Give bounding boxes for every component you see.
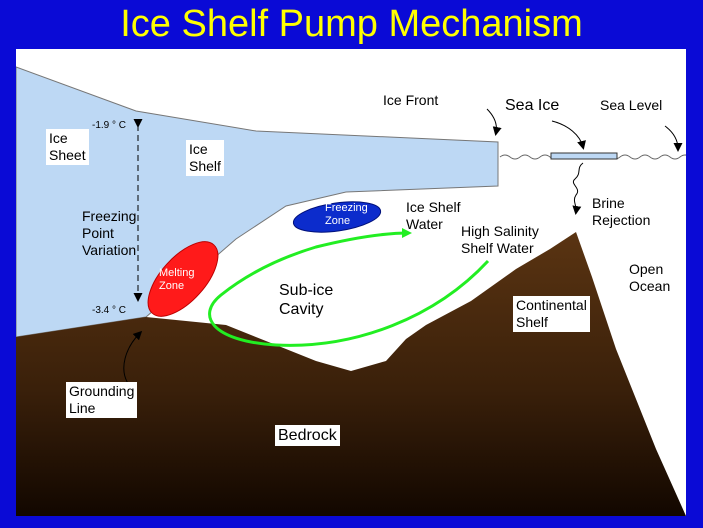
sea-ice-label: Sea Ice: [505, 97, 560, 114]
ice-shelf-label: Ice Shelf: [186, 140, 224, 176]
bedrock-label: Bedrock: [275, 425, 340, 446]
circulation-arrow-loop: [208, 228, 490, 347]
brine-rejection-label: Brine Rejection: [592, 195, 651, 228]
grounding-line-pointer: [123, 330, 143, 386]
brine-rejection-pointer: [572, 162, 584, 215]
freezing-point-variation-label: Freezing Point Variation: [82, 208, 137, 258]
diagram-frame: Ice Sheet -1.9 ° C Ice Shelf Freezing Po…: [16, 49, 686, 516]
sea-level-label: Sea Level: [600, 97, 663, 113]
grounding-line-label: Grounding Line: [66, 382, 138, 418]
ice-front-pointer: [486, 108, 502, 136]
temp-top-label: -1.9 ° C: [92, 120, 127, 131]
ice-sheet-label: Ice Sheet: [46, 129, 89, 165]
temp-bottom-label: -3.4 ° C: [92, 305, 127, 316]
continental-shelf-label: Continental Shelf: [513, 296, 590, 332]
freezing-zone: [292, 201, 382, 233]
high-salinity-shelf-water-label: High Salinity Shelf Water: [461, 223, 539, 256]
sea-level-pointer: [664, 125, 683, 152]
sea-ice-pointer: [551, 120, 586, 150]
sea-ice: [550, 152, 618, 160]
open-ocean-label: Open Ocean: [629, 261, 671, 294]
diagram-title: Ice Shelf Pump Mechanism: [120, 3, 583, 45]
ice-front-label: Ice Front: [383, 92, 439, 108]
ice-shelf-water-label: Ice Shelf Water: [406, 199, 461, 232]
freezing-zone-label: Freezing Zone: [325, 202, 368, 227]
melting-zone: [147, 241, 219, 317]
sub-ice-cavity-label: Sub-ice Cavity: [279, 282, 334, 318]
melting-zone-label: Melting Zone: [159, 267, 195, 292]
